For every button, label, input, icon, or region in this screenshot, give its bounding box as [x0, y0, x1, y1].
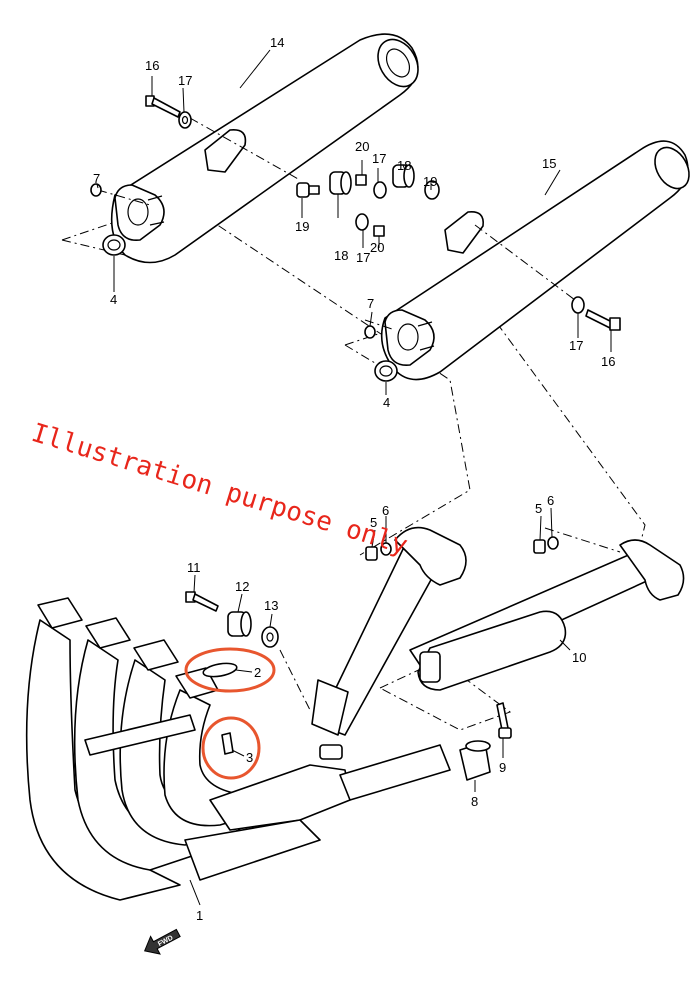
label-part-17b: 17	[356, 250, 370, 265]
label-part-16a: 16	[145, 58, 159, 73]
label-part-18b: 18	[397, 158, 411, 173]
label-part-6a: 6	[382, 503, 389, 518]
label-part-19a: 19	[295, 219, 309, 234]
label-part-16b: 16	[601, 354, 615, 369]
muffler-left	[97, 33, 419, 264]
exhaust-header	[25, 597, 451, 901]
label-part-19b: 19	[423, 174, 437, 189]
mount-hardware	[90, 95, 621, 382]
label-part-17a: 17	[178, 73, 192, 88]
label-part-6b: 6	[547, 493, 554, 508]
label-part-7b: 7	[367, 296, 374, 311]
label-part-15: 15	[542, 156, 556, 171]
label-part-12: 12	[235, 579, 249, 594]
bracket-hardware	[185, 591, 279, 755]
label-part-4b: 4	[383, 395, 390, 410]
connecting-pipes	[311, 526, 685, 736]
label-part-9: 9	[499, 760, 506, 775]
label-part-5a: 5	[370, 515, 377, 530]
label-part-7a: 7	[93, 171, 100, 186]
highlight-part-3	[201, 716, 261, 780]
label-part-8: 8	[471, 794, 478, 809]
leader-lines	[96, 49, 612, 906]
label-part-2: 2	[254, 665, 261, 680]
label-part-14: 14	[270, 35, 284, 50]
label-part-20a: 20	[370, 240, 384, 255]
illustration-note: Illustration purpose only	[28, 418, 411, 561]
label-part-3: 3	[246, 750, 253, 765]
fwd-label: FWD	[157, 935, 174, 949]
label-part-11: 11	[187, 560, 201, 575]
part-number-labels: 16 17 14 7 4 19 18 17 20 20 17 18 19 15 …	[93, 35, 615, 923]
highlight-rings	[184, 647, 276, 780]
label-part-17c: 17	[372, 151, 386, 166]
outlet-hardware	[459, 702, 512, 781]
label-part-13: 13	[264, 598, 278, 613]
fwd-arrow-icon: FWD	[144, 928, 181, 955]
label-part-20b: 20	[355, 139, 369, 154]
muffler-right	[364, 140, 690, 381]
highlight-part-2	[184, 647, 276, 693]
label-part-18a: 18	[334, 248, 348, 263]
label-part-17d: 17	[569, 338, 583, 353]
label-part-5b: 5	[535, 501, 542, 516]
label-part-1: 1	[196, 908, 203, 923]
label-part-10: 10	[572, 650, 586, 665]
label-part-4a: 4	[110, 292, 117, 307]
